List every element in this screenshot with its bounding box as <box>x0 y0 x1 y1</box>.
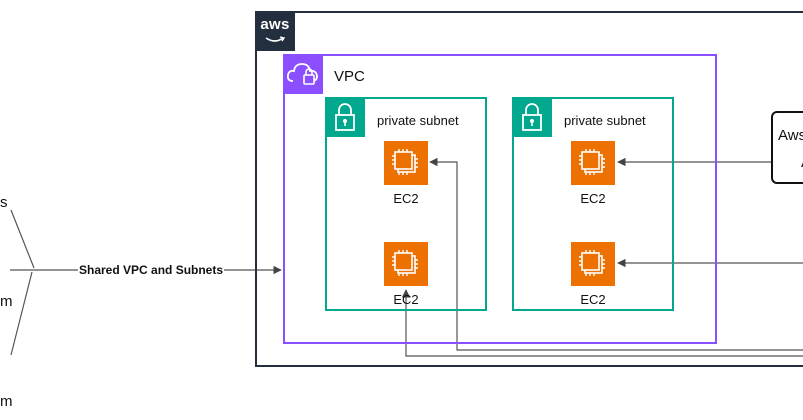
vpc-group <box>283 54 717 344</box>
shared-vpc-label: Shared VPC and Subnets <box>78 263 225 277</box>
lock-icon <box>512 97 552 137</box>
ec2-chip-icon <box>571 242 615 286</box>
aws-cloud-group <box>255 11 803 367</box>
external-service-title: Aws <box>778 127 803 144</box>
lock-icon <box>325 97 365 137</box>
ec2-label: EC2 <box>580 292 606 307</box>
ec2-chip-icon <box>384 242 428 286</box>
left-fragment-1: s <box>0 194 8 211</box>
vpc-cloud-icon <box>283 54 323 94</box>
external-service-box <box>771 111 803 184</box>
ec2-label: EC2 <box>580 191 606 206</box>
subnet-b-label: private subnet <box>564 113 646 128</box>
fan-line-upper <box>10 209 35 269</box>
external-service-subtitle: A <box>801 154 803 171</box>
ec2-label: EC2 <box>393 292 419 307</box>
aws-logo-icon: aws <box>255 11 295 51</box>
private-subnet-a <box>325 97 487 311</box>
vpc-label: VPC <box>334 68 365 85</box>
subnet-a-label: private subnet <box>377 113 459 128</box>
ec2-label: EC2 <box>393 191 419 206</box>
left-fragment-2: m <box>0 293 13 310</box>
loop-arrow-bottom <box>401 289 803 357</box>
ec2-chip-icon <box>571 141 615 185</box>
loop-arrow-top <box>429 157 803 351</box>
ec2-chip-icon <box>384 141 428 185</box>
fan-line-lower <box>10 271 33 356</box>
aws-logo-text: aws <box>260 16 290 33</box>
private-subnet-b <box>512 97 674 311</box>
aws-smile-icon <box>265 36 285 42</box>
left-fragment-3: m <box>0 393 13 410</box>
